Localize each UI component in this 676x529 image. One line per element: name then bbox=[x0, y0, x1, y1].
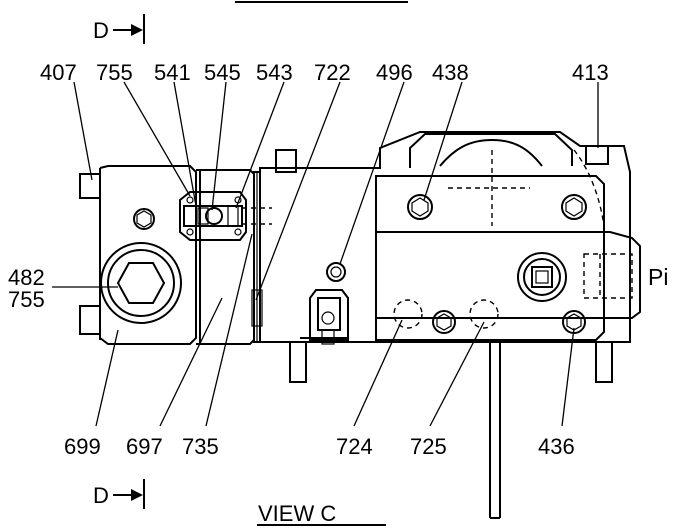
port-label-pi: Pi bbox=[648, 264, 668, 290]
svg-text:D: D bbox=[93, 18, 109, 43]
part-labels-bottom: 699 697 735 724 725 436 bbox=[64, 434, 575, 459]
label-496: 496 bbox=[376, 60, 413, 85]
label-413: 413 bbox=[572, 60, 609, 85]
label-724: 724 bbox=[336, 434, 373, 459]
label-438: 438 bbox=[432, 60, 469, 85]
svg-text:VIEW C: VIEW C bbox=[258, 501, 336, 526]
svg-text:D: D bbox=[93, 483, 109, 508]
label-735: 735 bbox=[182, 434, 219, 459]
label-699: 699 bbox=[64, 434, 101, 459]
leader-lines bbox=[52, 81, 599, 427]
main-body bbox=[259, 131, 641, 519]
label-722: 722 bbox=[314, 60, 351, 85]
label-697: 697 bbox=[126, 434, 163, 459]
label-543: 543 bbox=[256, 60, 293, 85]
view-title: VIEW C bbox=[257, 501, 386, 526]
label-755-top: 755 bbox=[96, 60, 133, 85]
part-labels-left: 482 755 bbox=[8, 265, 45, 312]
label-725: 725 bbox=[410, 434, 447, 459]
label-541: 541 bbox=[154, 60, 191, 85]
label-755-left: 755 bbox=[8, 287, 45, 312]
section-marker-top: D bbox=[93, 14, 145, 44]
label-407: 407 bbox=[40, 60, 77, 85]
part-labels-top: 407 755 541 545 543 722 496 438 413 bbox=[40, 60, 609, 85]
label-482: 482 bbox=[8, 265, 45, 290]
section-marker-bottom: D bbox=[93, 479, 145, 509]
left-block bbox=[79, 165, 197, 345]
label-545: 545 bbox=[204, 60, 241, 85]
label-436: 436 bbox=[538, 434, 575, 459]
